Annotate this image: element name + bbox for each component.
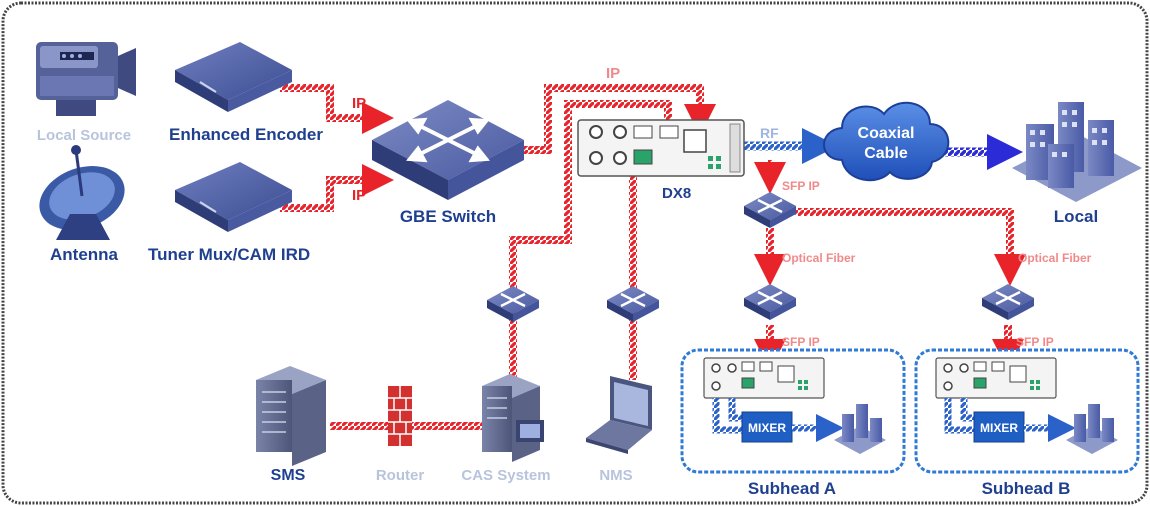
network-switch-icon	[372, 100, 524, 200]
satellite-dish-icon	[39, 145, 125, 240]
local-source-label: Local Source	[37, 127, 131, 144]
cas-system-label: CAS System	[461, 467, 550, 484]
link-switch-dx	[522, 84, 716, 154]
coaxial-cable-label-1: Coaxial	[858, 125, 915, 142]
small-switches	[487, 192, 1034, 322]
network-switch-icon-nms	[607, 286, 659, 322]
link-encoder-switch	[280, 84, 394, 134]
ip-label-2: IP	[352, 187, 366, 204]
dx-label: DX8	[662, 185, 691, 202]
link-fiber-b	[795, 208, 1026, 286]
subhead-b-label: Subhead B	[982, 479, 1071, 498]
firewall-icon	[388, 386, 412, 446]
router-label: Router	[376, 467, 424, 484]
optical-fiber-label-b: Optical Fiber	[1018, 251, 1092, 265]
subhead-a-label: Subhead A	[748, 479, 836, 498]
rack-device-icon	[175, 42, 292, 112]
camera-icon	[36, 42, 136, 116]
network-switch-icon-node-a	[744, 284, 796, 320]
ip-label-1: IP	[352, 95, 366, 112]
subhead-a-box	[680, 348, 906, 474]
cloud-icon	[823, 101, 950, 181]
nms-label: NMS	[599, 467, 632, 484]
rf-label: RF	[760, 125, 779, 141]
server-icon	[256, 366, 326, 466]
buildings-icon	[1012, 102, 1142, 202]
server-icon-cas	[482, 374, 544, 462]
antenna-label: Antenna	[50, 245, 119, 264]
link-tuner-switch	[280, 164, 394, 212]
laptop-icon	[586, 376, 652, 454]
ip-label-3: IP	[606, 65, 620, 82]
network-switch-icon-sfp	[744, 192, 796, 228]
network-switch-icon-cas	[487, 286, 539, 322]
local-label: Local	[1054, 207, 1098, 226]
gbe-switch-label: GBE Switch	[400, 207, 496, 226]
buildings-icon-a	[834, 404, 886, 454]
subhead-b-box	[914, 348, 1140, 474]
buildings-icon-b	[1066, 404, 1118, 454]
enhanced-encoder-label: Enhanced Encoder	[169, 125, 323, 144]
optical-fiber-label-a: Optical Fiber	[782, 251, 856, 265]
sms-label: SMS	[271, 467, 306, 484]
sfp-ip-label-b: SFP IP	[1016, 335, 1054, 349]
mixer-label-b: MIXER	[980, 421, 1018, 435]
sfp-ip-label-a: SFP IP	[782, 335, 820, 349]
sfp-ip-label-1: SFP IP	[782, 179, 820, 193]
mixer-label-a: MIXER	[748, 421, 786, 435]
coaxial-cable-label-2: Cable	[864, 145, 908, 162]
network-switch-icon-node-b	[982, 284, 1034, 320]
link-cas-dx	[509, 100, 672, 380]
rack-device-icon-2	[175, 162, 292, 232]
tuner-mux-label: Tuner Mux/CAM IRD	[148, 245, 310, 264]
dx-device	[577, 119, 745, 177]
